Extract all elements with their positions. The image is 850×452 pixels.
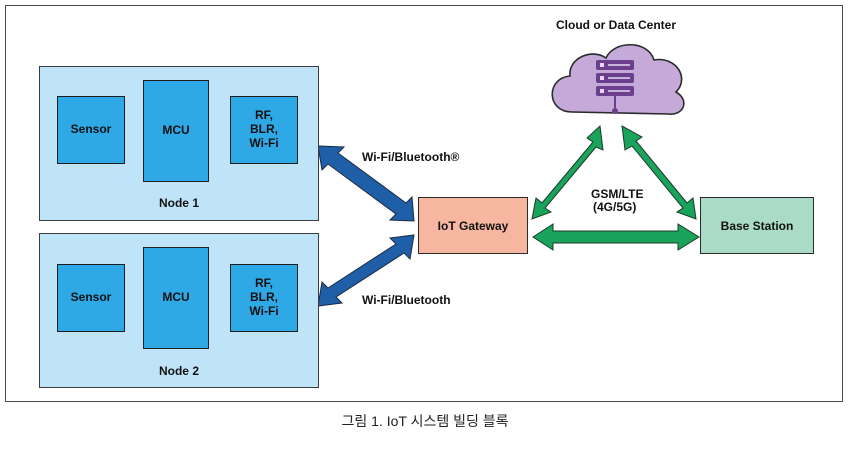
arrow-node2-gateway	[317, 234, 415, 307]
figure-caption: 그림 1. IoT 시스템 빌딩 블록	[341, 413, 509, 429]
node-2-radio-block: RF, BLR, Wi-Fi	[230, 264, 298, 332]
arrow-node1-gateway	[317, 145, 415, 222]
node-1-label: Node 1	[158, 196, 199, 210]
node-1-sensor-block: Sensor	[57, 96, 125, 164]
arrow-cloud-basestation	[621, 125, 697, 220]
node-2-mcu-block: MCU	[143, 247, 209, 349]
arrow-gateway-basestation	[532, 223, 700, 251]
base-station-box: Base Station	[700, 197, 814, 254]
cellular-label-line2: (4G/5G)	[593, 200, 637, 214]
cellular-label-line1: GSM/LTE	[591, 187, 644, 201]
iot-gateway-box: IoT Gateway	[418, 197, 528, 254]
node-2-sensor-block: Sensor	[57, 264, 125, 332]
arrow-cloud-gateway	[531, 124, 604, 220]
node-1-radio-block: RF, BLR, Wi-Fi	[230, 96, 298, 164]
node-2-label: Node 2	[158, 364, 199, 378]
node-1-mcu-block: MCU	[143, 80, 209, 182]
server-rack-icon	[596, 60, 634, 114]
cloud-label: Cloud or Data Center	[556, 18, 677, 32]
link-label-node1: Wi-Fi/Bluetooth®	[362, 150, 460, 164]
link-label-node2: Wi-Fi/Bluetooth	[362, 293, 451, 307]
